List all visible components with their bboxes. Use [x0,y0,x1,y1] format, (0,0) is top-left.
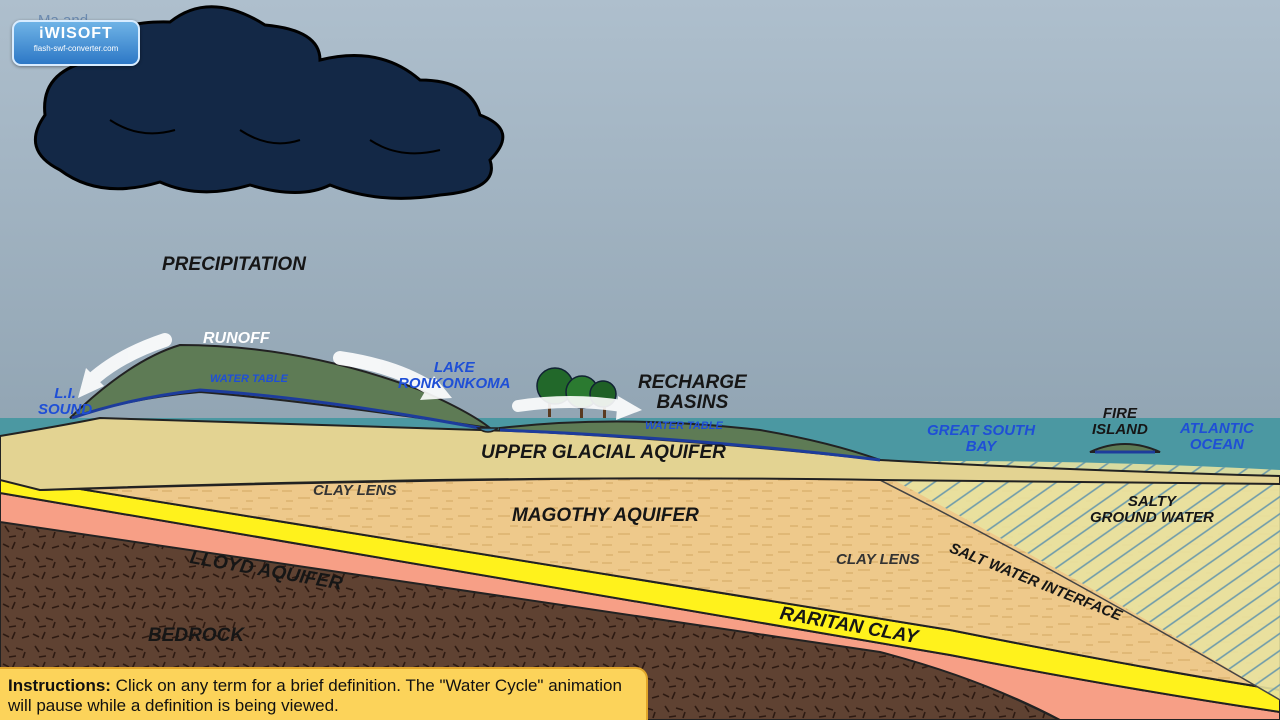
term-atlantic-ocean[interactable]: ATLANTIC OCEAN [1180,420,1254,453]
water-table-line-1 [71,388,481,430]
term-recharge-basins[interactable]: RECHARGE BASINS [638,372,747,413]
term-great-south-bay[interactable]: GREAT SOUTH BAY [927,422,1036,455]
salt-water-interface-line [859,469,1280,701]
term-upper-glacial-aquifer[interactable]: UPPER GLACIAL AQUIFER [481,442,726,463]
term-lake-ronkonkoma[interactable]: LAKE RONKONKOMA [398,359,511,392]
watermark-badge: iWISOFT flash-swf-converter.com [12,20,140,66]
term-bedrock[interactable]: BEDROCK [148,625,245,646]
instructions-text: Click on any term for a brief definition… [8,676,622,715]
term-water-table-2[interactable]: WATER TABLE [645,420,723,432]
fire-island-dune [1089,443,1161,453]
moraine-hill [69,343,494,430]
water-table-line-2 [499,428,881,462]
term-runoff[interactable]: RUNOFF [203,330,270,347]
term-magothy-aquifer[interactable]: MAGOTHY AQUIFER [512,505,699,526]
term-clay-lens-1[interactable]: CLAY LENS [313,482,397,499]
watermark-brand: iWISOFT [39,25,113,42]
watermark-url: flash-swf-converter.com [33,44,119,53]
term-water-table[interactable]: WATER TABLE [210,373,288,385]
term-clay-lens-2[interactable]: CLAY LENS [836,551,920,568]
term-li-sound[interactable]: L.I. SOUND [38,385,93,418]
runoff-arrow-right [333,351,452,400]
runoff-arrow-left [78,333,172,398]
term-precipitation[interactable]: PRECIPITATION [162,254,306,275]
instructions-heading: Instructions: [8,676,111,695]
lake-ronkonkoma [475,427,501,433]
term-fire-island[interactable]: FIRE ISLAND [1092,405,1148,438]
recharge-arrow [512,396,642,420]
term-salty-ground-water[interactable]: SALTY GROUND WATER [1090,493,1214,526]
instructions-panel: Instructions: Click on any term for a br… [0,667,648,720]
